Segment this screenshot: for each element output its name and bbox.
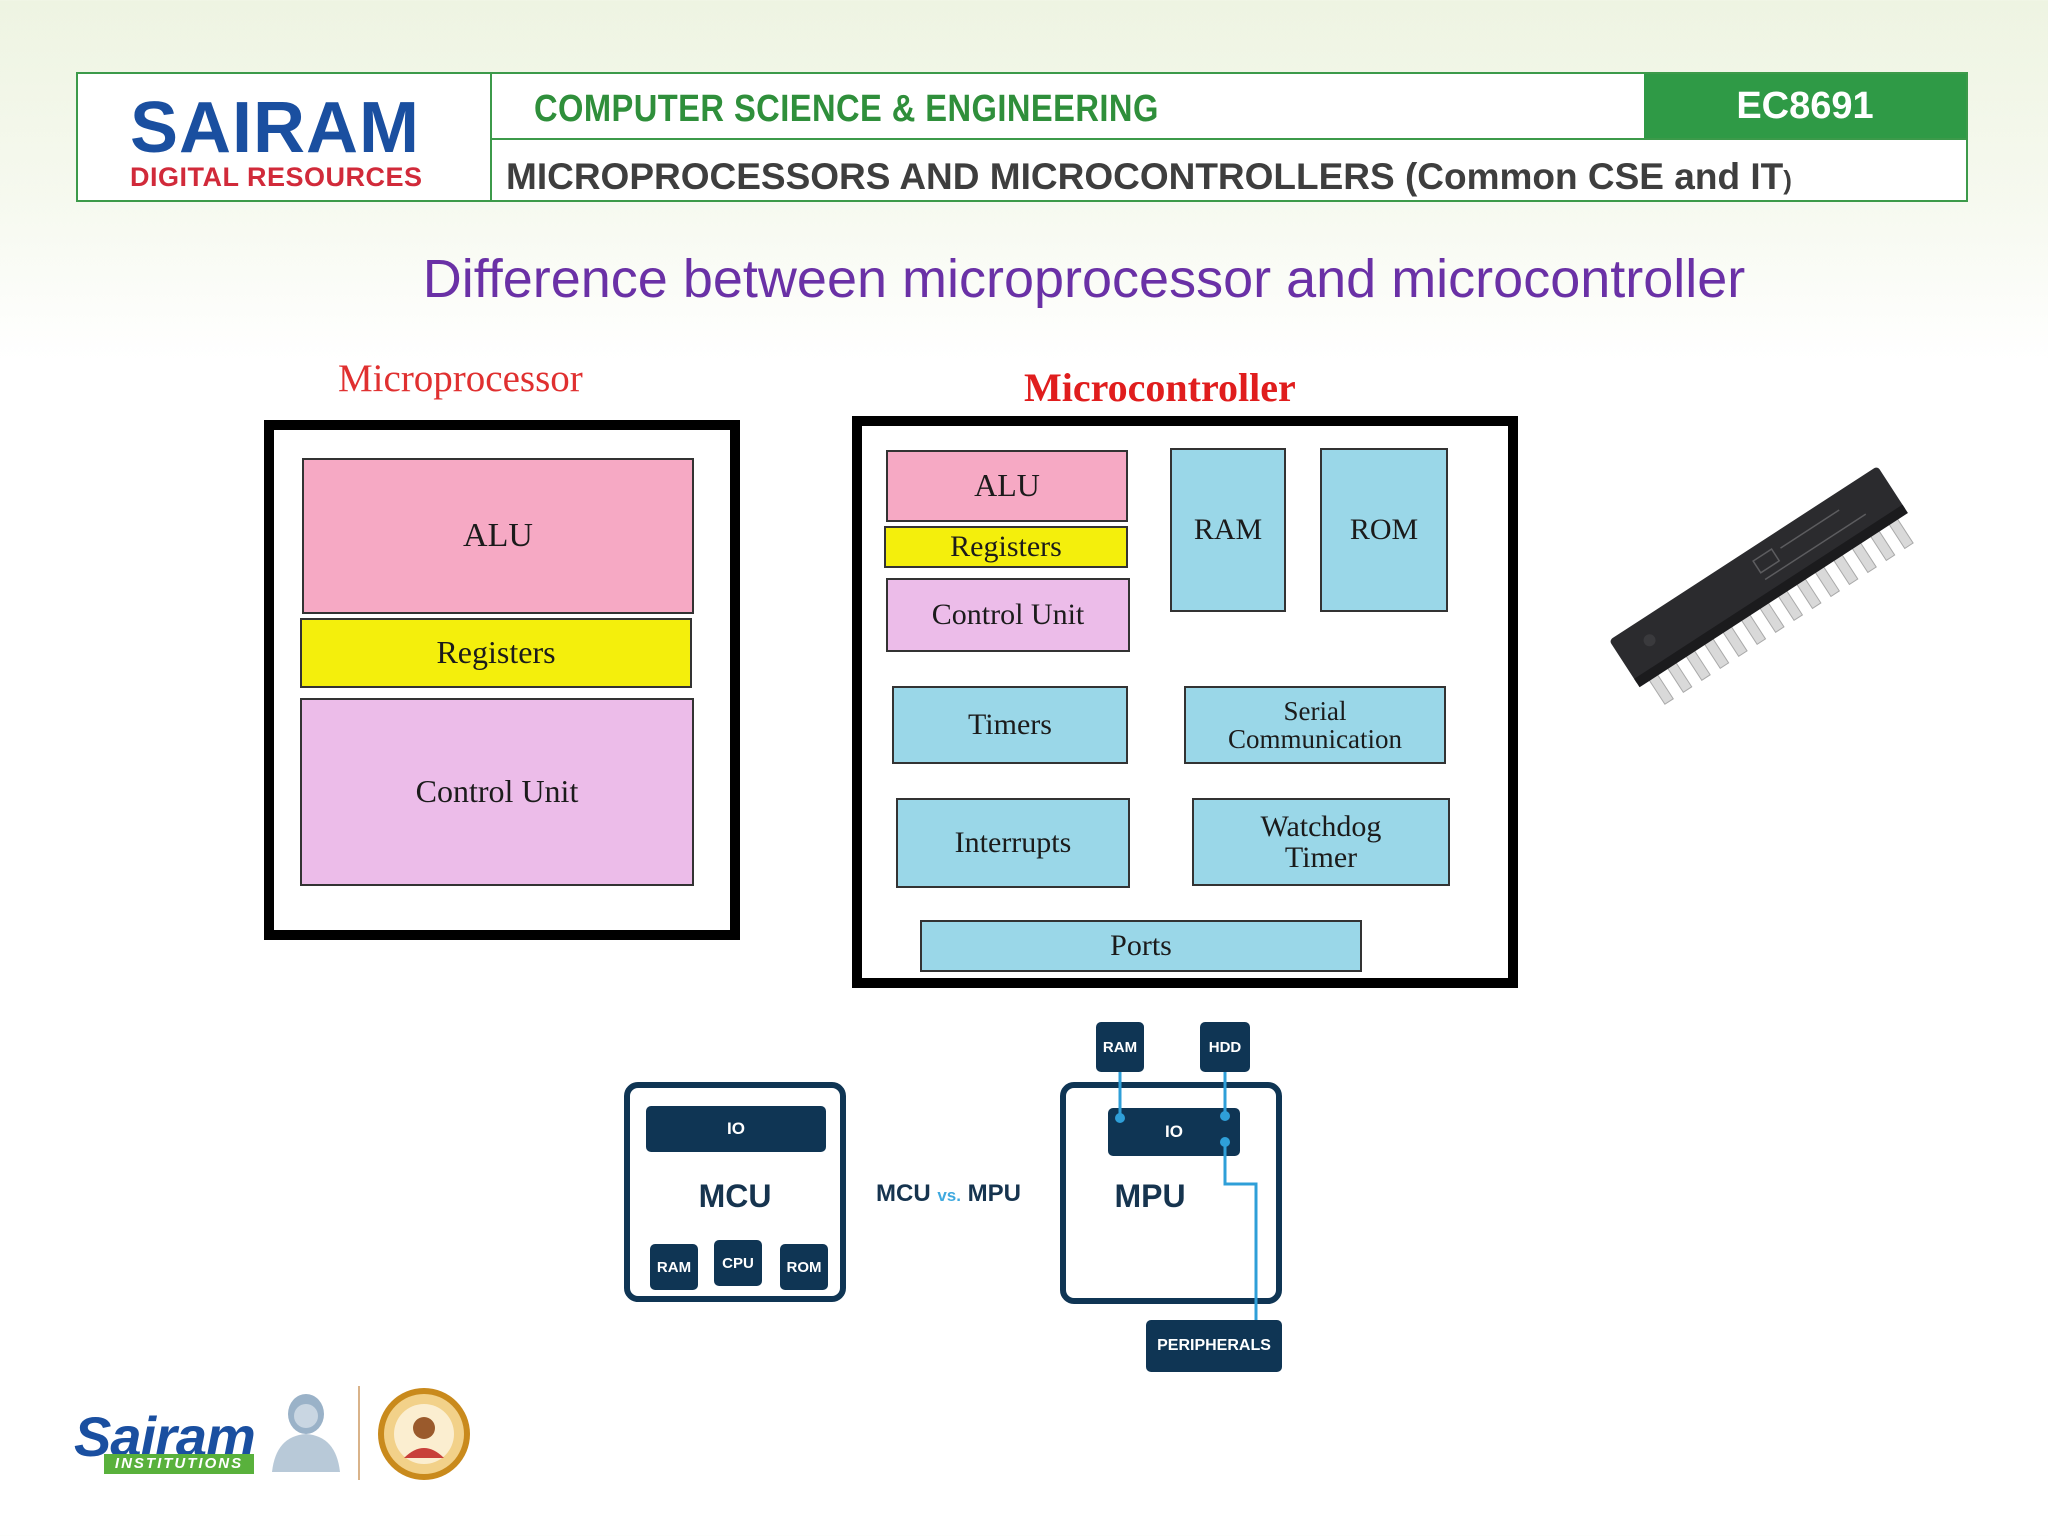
logo-wordmark: SAIRAM — [130, 88, 420, 168]
sairam-logo: SAIRAM DIGITAL RESOURCES — [78, 74, 492, 200]
mc-control-unit-block: Control Unit — [886, 578, 1130, 652]
mc-registers-block: Registers — [884, 526, 1128, 568]
mp-registers-block: Registers — [300, 618, 692, 688]
mcu-rom-block: ROM — [780, 1244, 828, 1290]
seal-emblem-icon — [378, 1388, 470, 1480]
watchdog-line-1: Watchdog — [1260, 809, 1382, 843]
logo-subtitle: DIGITAL RESOURCES — [130, 162, 423, 192]
mcu-name: MCU — [698, 1178, 772, 1214]
mc-watchdog-timer-block: Watchdog Timer — [1192, 798, 1450, 886]
subject-tail: ) — [1783, 165, 1792, 195]
ic-chip-image — [1610, 467, 1914, 705]
mpu-ram-block: RAM — [1096, 1022, 1144, 1072]
mpu-io-block: IO — [1108, 1108, 1240, 1156]
mcu-ram-block: RAM — [650, 1244, 698, 1290]
vs-word: vs. — [937, 1186, 961, 1205]
footer-divider — [358, 1386, 360, 1480]
mcu-vs-mpu-label: MCU vs. MPU — [876, 1180, 1021, 1208]
mc-interrupts-block: Interrupts — [896, 798, 1130, 888]
slide-title: Difference between microprocessor and mi… — [422, 249, 1746, 309]
mp-alu-block: ALU — [302, 458, 694, 614]
mc-serial-communication-block: Serial Communication — [1184, 686, 1446, 764]
mc-timers-block: Timers — [892, 686, 1128, 764]
serial-line-2: Communication — [1228, 724, 1402, 754]
microcontroller-diagram: ALU Registers Control Unit RAM ROM Timer… — [852, 416, 1518, 988]
mpu-peripherals-block: PERIPHERALS — [1146, 1320, 1282, 1372]
mpu-chip: IO MPU — [1060, 1082, 1282, 1304]
founder-portrait-icon — [272, 1394, 340, 1472]
microcontroller-label: Microcontroller — [1024, 365, 1296, 410]
department-name: COMPUTER SCIENCE & ENGINEERING — [534, 88, 1159, 130]
mc-alu-block: ALU — [886, 450, 1128, 522]
mcu-chip: IO MCU RAM CPU ROM — [624, 1082, 846, 1302]
mpu-name: MPU — [1114, 1178, 1186, 1214]
mp-control-unit-block: Control Unit — [300, 698, 694, 886]
mpu-hdd-block: HDD — [1200, 1022, 1250, 1072]
serial-line-1: Serial — [1283, 695, 1347, 726]
subject-text: MICROPROCESSORS AND MICROCONTROLLERS (Co… — [506, 156, 1784, 197]
header-divider — [492, 138, 1966, 140]
header-banner: SAIRAM DIGITAL RESOURCES COMPUTER SCIENC… — [76, 72, 1968, 202]
mc-rom-block: ROM — [1320, 448, 1448, 612]
vs-right: MPU — [967, 1180, 1021, 1207]
mc-ports-block: Ports — [920, 920, 1362, 972]
mc-ram-block: RAM — [1170, 448, 1286, 612]
course-code: EC8691 — [1644, 74, 1966, 138]
institutions-tagline: INSTITUTIONS — [104, 1454, 254, 1474]
microprocessor-label: Microprocessor — [338, 357, 583, 400]
subject-title: MICROPROCESSORS AND MICROCONTROLLERS (Co… — [506, 156, 1792, 198]
microprocessor-diagram: ALU Registers Control Unit — [264, 420, 740, 940]
vs-left: MCU — [876, 1180, 931, 1207]
mcu-cpu-block: CPU — [714, 1240, 762, 1286]
mcu-io-block: IO — [646, 1106, 826, 1152]
watchdog-line-2: Timer — [1284, 841, 1358, 874]
